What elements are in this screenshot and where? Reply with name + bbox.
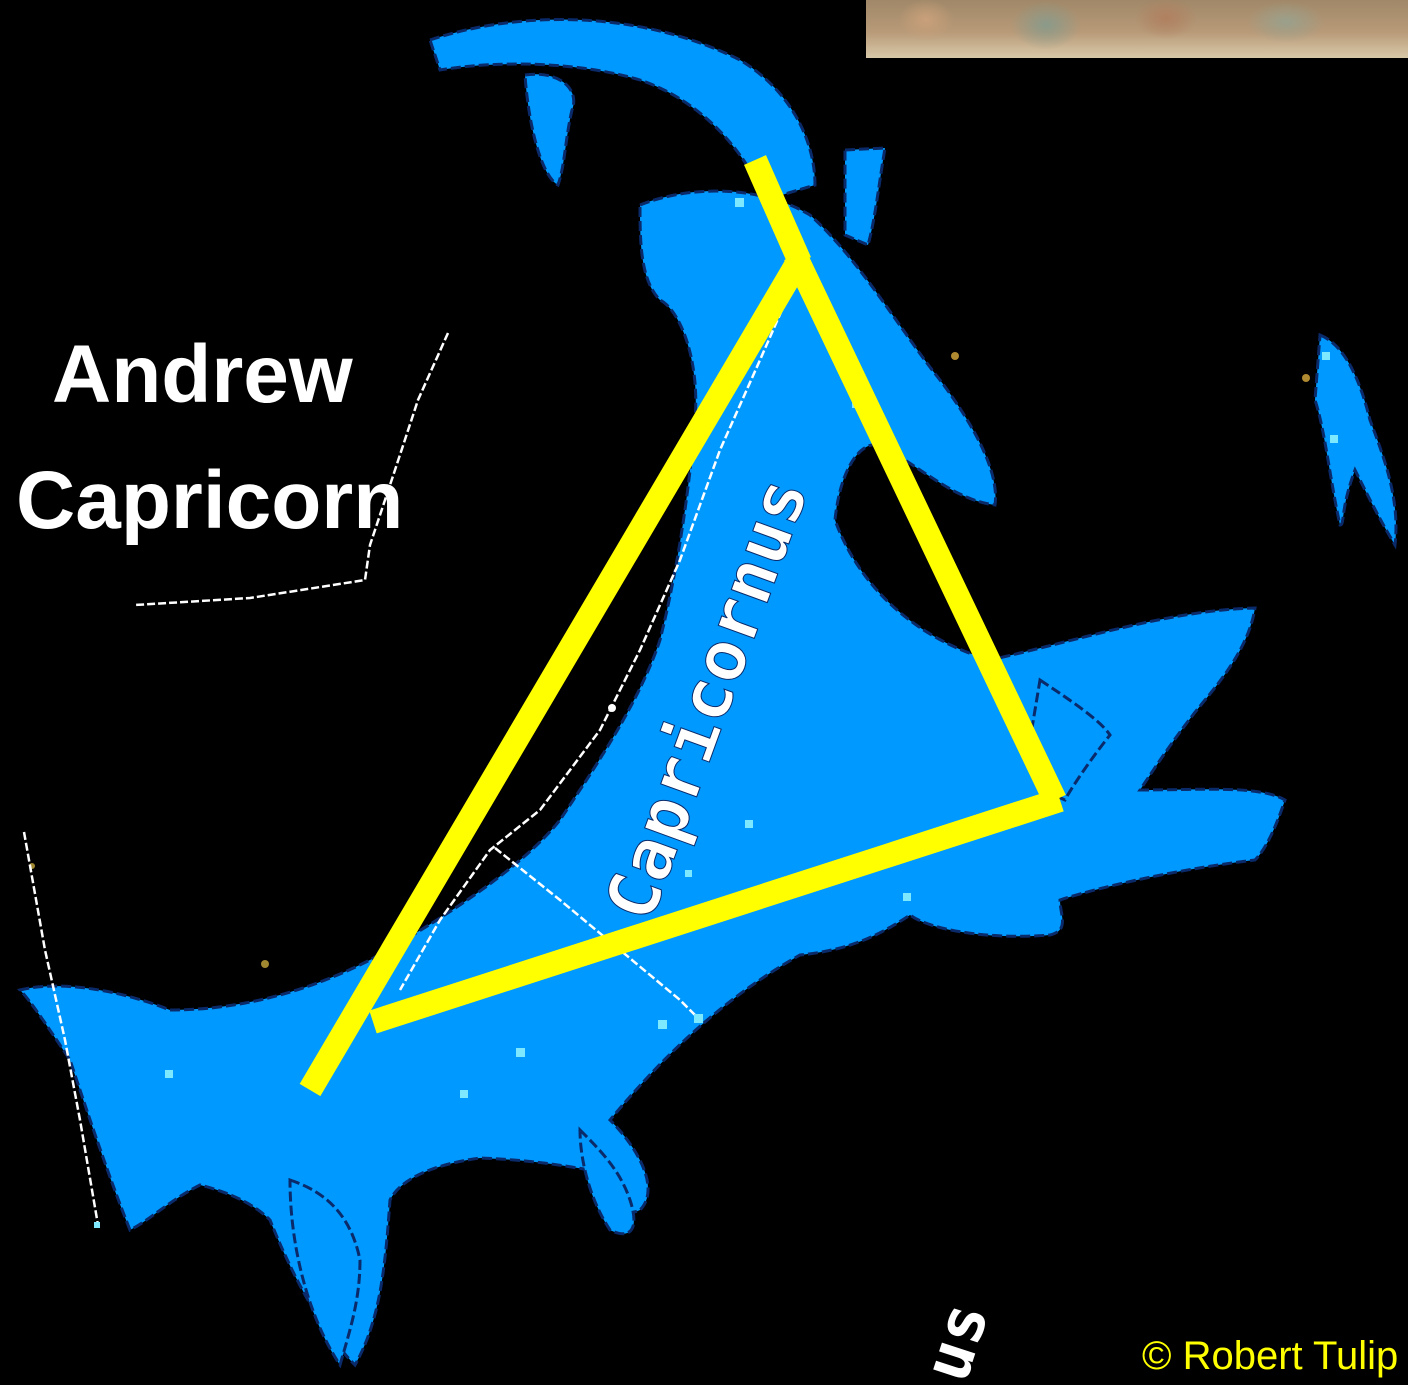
- copyright-notice: © Robert Tulip: [1142, 1336, 1398, 1376]
- star: [1322, 352, 1330, 360]
- star: [165, 1070, 173, 1078]
- title-line-1: Andrew: [52, 334, 353, 416]
- partial-constellation-label: us: [910, 1294, 1004, 1385]
- painting-thumbnail-icon: [866, 0, 1408, 58]
- star: [1330, 435, 1338, 443]
- star: [516, 1048, 525, 1057]
- title-line-2: Capricorn: [16, 460, 403, 542]
- field-star: [1302, 374, 1310, 382]
- star: [694, 1014, 703, 1023]
- star: [658, 1020, 667, 1029]
- star: [903, 893, 911, 901]
- star: [745, 820, 753, 828]
- star: [94, 1222, 100, 1228]
- field-star: [951, 352, 959, 360]
- star: [460, 1090, 468, 1098]
- star: [735, 198, 744, 207]
- field-star: [261, 960, 269, 968]
